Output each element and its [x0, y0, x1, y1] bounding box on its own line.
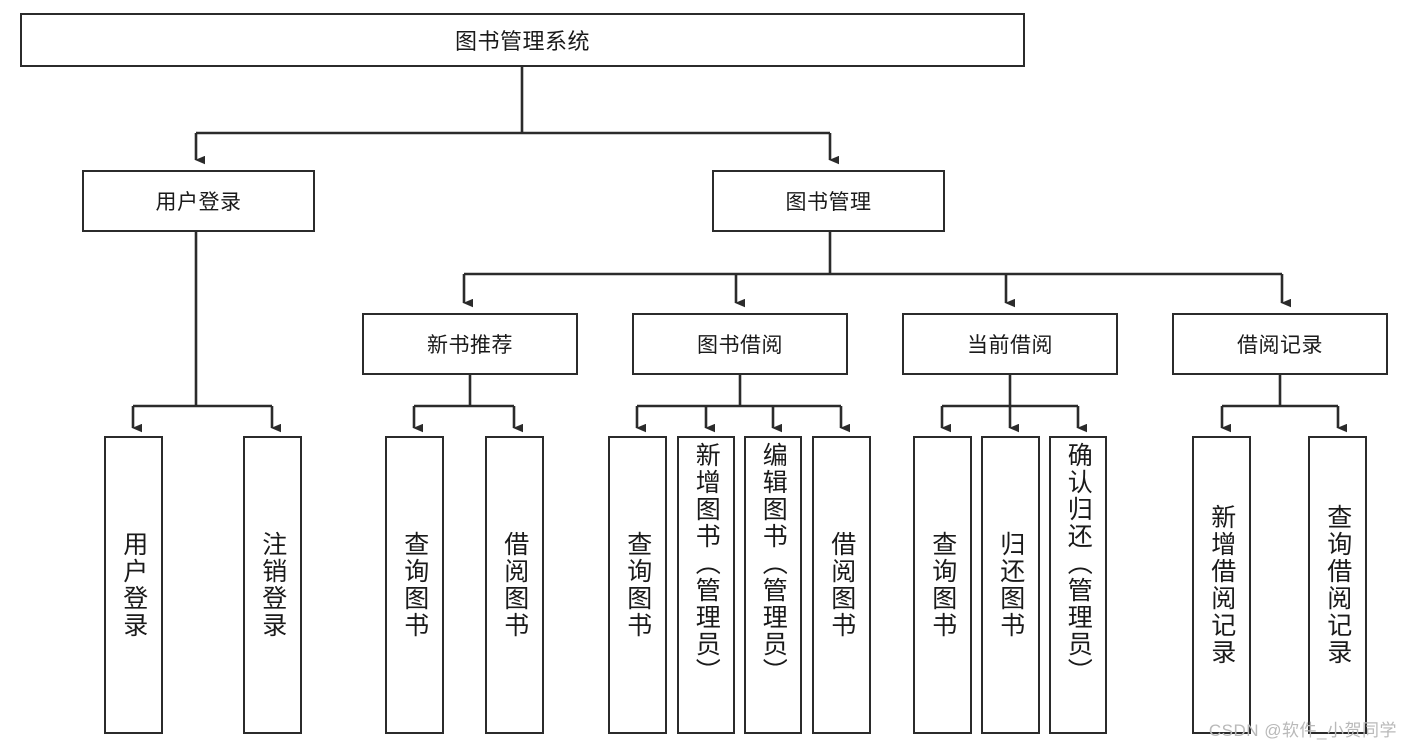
leaf-label: 新增借阅记录	[1207, 504, 1236, 666]
leaf-label: 查询借阅记录	[1323, 504, 1352, 666]
leaf-new-book-borrow[interactable]: 借阅图书	[485, 436, 544, 734]
leaf-text-wrap: 借阅图书	[487, 438, 542, 732]
leaf-borrow-edit-book-admin[interactable]: 编辑图书（管理员）	[744, 436, 802, 734]
leaf-current-confirm-return-admin[interactable]: 确认归还（管理员）	[1049, 436, 1107, 734]
leaf-label: 确认归还（管理员）	[1064, 442, 1093, 685]
leaf-label: 查询图书	[400, 531, 429, 639]
leaf-text-wrap: 归还图书	[983, 438, 1038, 732]
leaf-user-login[interactable]: 用户登录	[104, 436, 163, 734]
node-label: 图书管理系统	[454, 29, 590, 54]
leaf-current-return-book[interactable]: 归还图书	[981, 436, 1040, 734]
leaf-current-query-book[interactable]: 查询图书	[913, 436, 972, 734]
leaf-text-wrap: 新增借阅记录	[1194, 438, 1249, 732]
node-root-system[interactable]: 图书管理系统	[20, 13, 1025, 67]
node-label: 用户登录	[155, 191, 242, 214]
leaf-new-book-query[interactable]: 查询图书	[385, 436, 444, 734]
leaf-label: 查询图书	[928, 531, 957, 639]
leaf-text-wrap: 查询图书	[610, 438, 665, 732]
node-book-management[interactable]: 图书管理	[712, 170, 945, 232]
node-label: 借阅记录	[1237, 334, 1323, 357]
node-book-borrow[interactable]: 图书借阅	[632, 313, 848, 375]
node-borrow-record[interactable]: 借阅记录	[1172, 313, 1388, 375]
leaf-record-query[interactable]: 查询借阅记录	[1308, 436, 1367, 734]
leaf-text-wrap: 编辑图书（管理员）	[746, 438, 800, 736]
node-label: 图书管理	[785, 191, 872, 214]
leaf-label: 编辑图书（管理员）	[759, 442, 788, 685]
leaf-text-wrap: 查询借阅记录	[1310, 438, 1365, 732]
leaf-text-wrap: 查询图书	[387, 438, 442, 732]
leaf-record-add[interactable]: 新增借阅记录	[1192, 436, 1251, 734]
node-new-book-recommend[interactable]: 新书推荐	[362, 313, 578, 375]
leaf-borrow-query-book[interactable]: 查询图书	[608, 436, 667, 734]
leaf-borrow-borrow-book[interactable]: 借阅图书	[812, 436, 871, 734]
node-user-login[interactable]: 用户登录	[82, 170, 315, 232]
leaf-label: 用户登录	[119, 531, 148, 639]
leaf-text-wrap: 查询图书	[915, 438, 970, 732]
leaf-label: 归还图书	[996, 531, 1025, 639]
leaf-user-logout[interactable]: 注销登录	[243, 436, 302, 734]
leaf-text-wrap: 确认归还（管理员）	[1051, 438, 1105, 736]
leaf-label: 借阅图书	[500, 531, 529, 639]
leaf-text-wrap: 新增图书（管理员）	[679, 438, 733, 736]
watermark-text: CSDN @软件_小贺同学	[1208, 721, 1397, 740]
node-label: 新书推荐	[427, 334, 513, 357]
leaf-text-wrap: 借阅图书	[814, 438, 869, 732]
node-label: 当前借阅	[967, 334, 1053, 357]
leaf-label: 查询图书	[623, 531, 652, 639]
leaf-label: 新增图书（管理员）	[692, 442, 721, 685]
leaf-label: 借阅图书	[827, 531, 856, 639]
leaf-label: 注销登录	[258, 531, 287, 639]
node-label: 图书借阅	[697, 334, 783, 357]
leaf-text-wrap: 注销登录	[245, 438, 300, 732]
node-current-borrow[interactable]: 当前借阅	[902, 313, 1118, 375]
leaf-text-wrap: 用户登录	[106, 438, 161, 732]
leaf-borrow-add-book-admin[interactable]: 新增图书（管理员）	[677, 436, 735, 734]
